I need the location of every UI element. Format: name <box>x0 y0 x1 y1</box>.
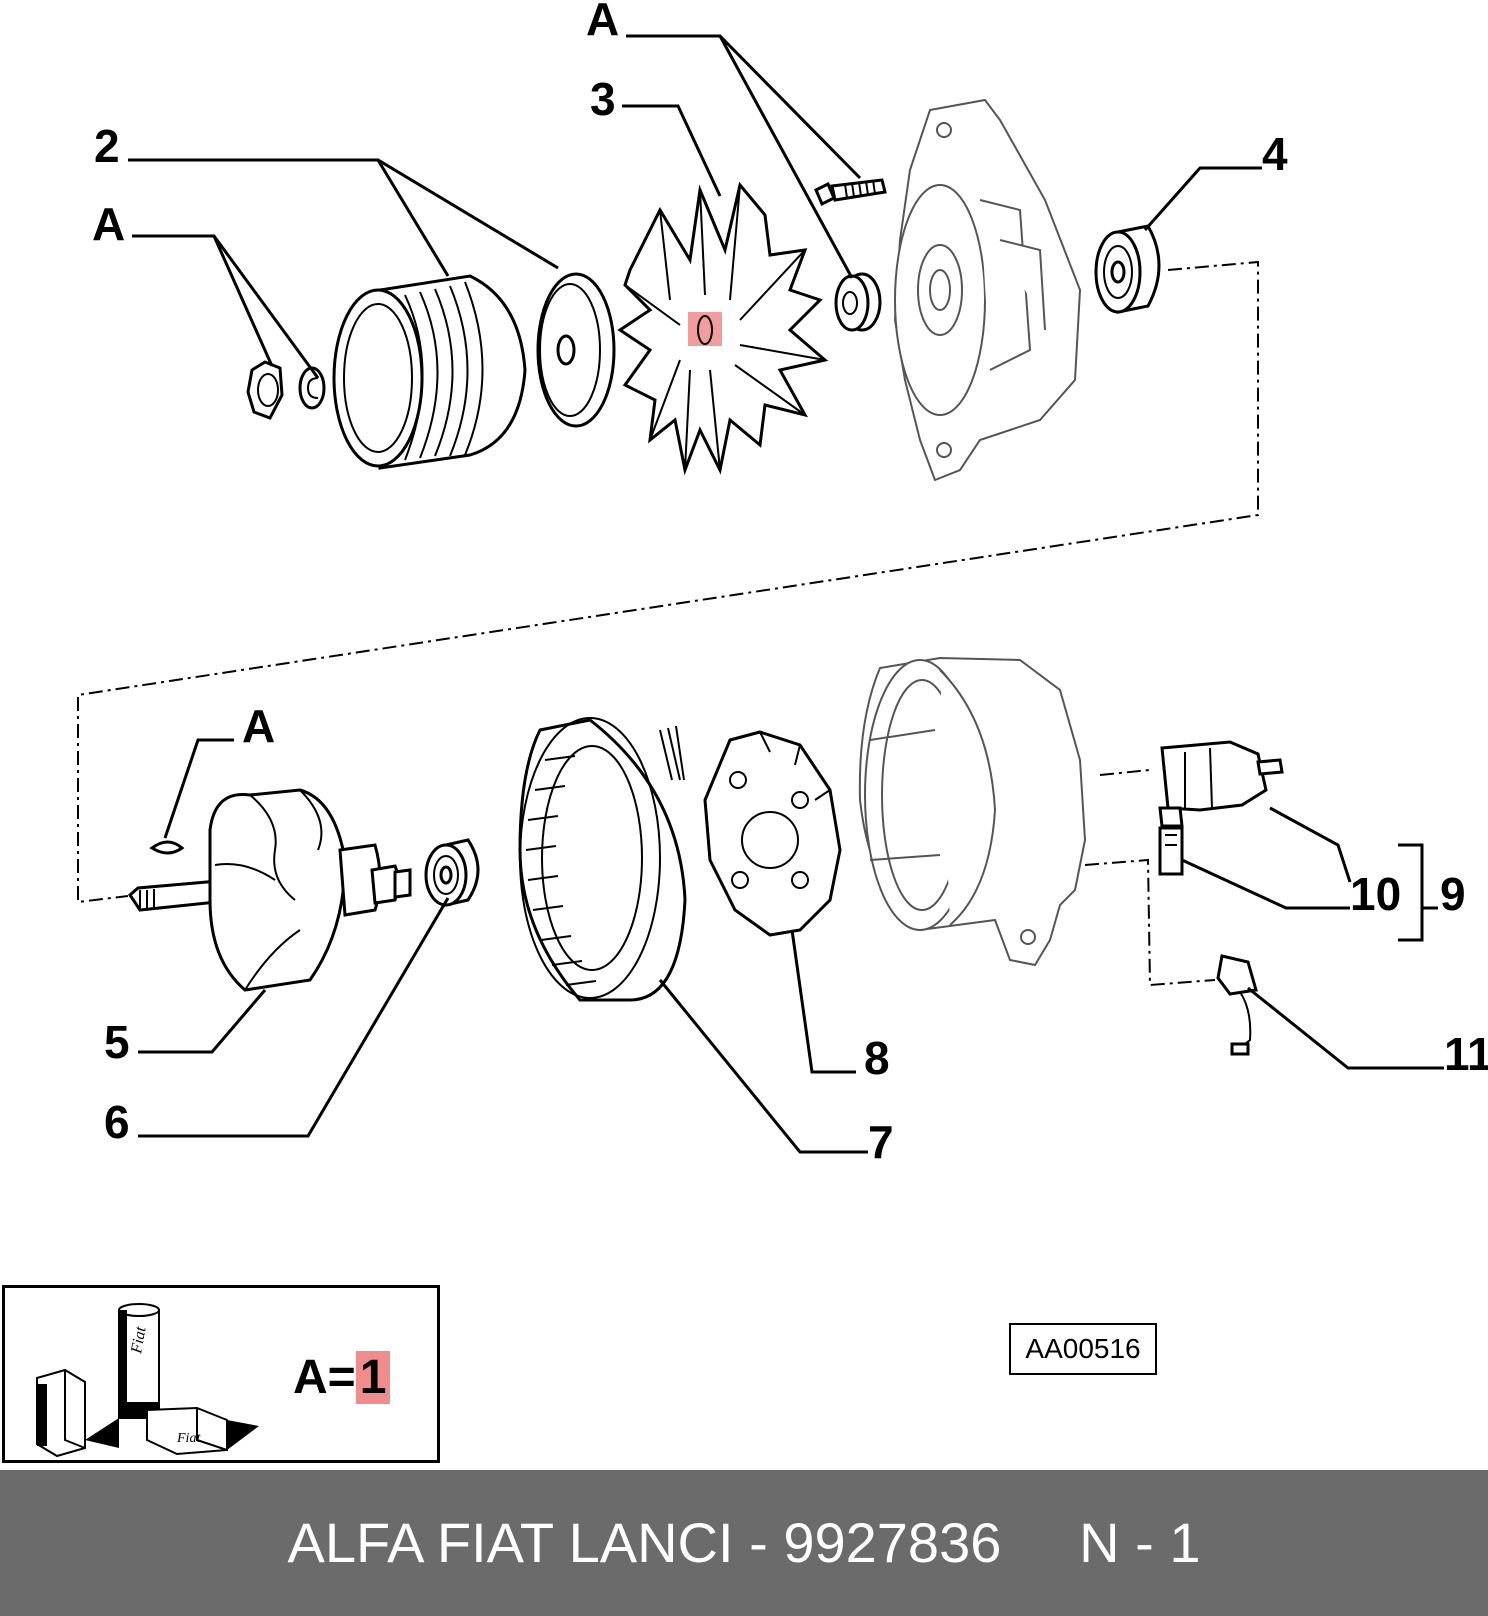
stator-part <box>518 717 687 1002</box>
callout-6: 6 <box>104 1096 130 1148</box>
callout-11: 11 <box>1444 1028 1488 1080</box>
callout-a-rotor: A <box>242 700 275 752</box>
callout-a-left: A <box>92 198 125 250</box>
bolt-part <box>814 178 887 207</box>
legend-quantity-text: A=1 <box>293 1350 391 1405</box>
brush-holder-part <box>1216 954 1258 1056</box>
lubricant-products-icon: Fiat Fiat <box>36 1303 259 1458</box>
callout-4: 4 <box>1262 128 1288 180</box>
footer-quantity: N - 1 <box>1079 1511 1201 1574</box>
rectifier-part <box>703 730 842 937</box>
callout-a-top: A <box>586 0 619 45</box>
callout-2: 2 <box>94 120 120 172</box>
fan-part <box>617 181 829 476</box>
rear-bearing-part <box>424 838 480 907</box>
footer-separator: - <box>749 1511 768 1574</box>
bushing-part <box>834 272 882 332</box>
footer-text: ALFA FIAT LANCI - 9927836 N - 1 <box>0 1470 1488 1616</box>
spacer-disc-part <box>536 272 616 428</box>
front-housing-part <box>893 98 1082 482</box>
woodruff-key-part <box>149 840 185 855</box>
lock-washer-part <box>298 366 326 410</box>
voltage-regulator-part <box>1158 740 1284 828</box>
assembly-lines <box>77 260 1259 987</box>
reference-code-label: AA00516 <box>1009 1323 1157 1375</box>
box-label: Fiat <box>176 1431 201 1446</box>
callout-5: 5 <box>104 1016 130 1068</box>
can-label: Fiat <box>128 1325 150 1356</box>
brush-part <box>1158 826 1184 876</box>
legend-quantity: 1 <box>355 1351 391 1404</box>
callout-7: 7 <box>868 1116 894 1168</box>
pulley-part <box>332 274 527 470</box>
leader-lines <box>128 34 1444 1154</box>
footer-part-number: 9927836 <box>783 1511 1002 1574</box>
rear-housing-part <box>858 656 1087 967</box>
rotor-part <box>128 788 412 992</box>
lubricant-legend-box: Fiat Fiat A=1 <box>2 1285 440 1463</box>
nut-part <box>246 360 284 420</box>
footer-bar: ALFA FIAT LANCI - 9927836 N - 1 <box>0 1470 1488 1616</box>
callout-10: 10 <box>1350 868 1401 920</box>
front-bearing-part <box>1094 224 1161 314</box>
legend-label: A= <box>293 1351 356 1404</box>
callout-9: 9 <box>1440 868 1466 920</box>
footer-brand: ALFA FIAT LANCI <box>287 1511 734 1574</box>
callout-3: 3 <box>590 73 616 125</box>
alternator-exploded-diagram: A 3 2 A 4 A 5 6 7 8 10 9 11 <box>77 0 1488 1168</box>
callout-8: 8 <box>864 1032 890 1084</box>
